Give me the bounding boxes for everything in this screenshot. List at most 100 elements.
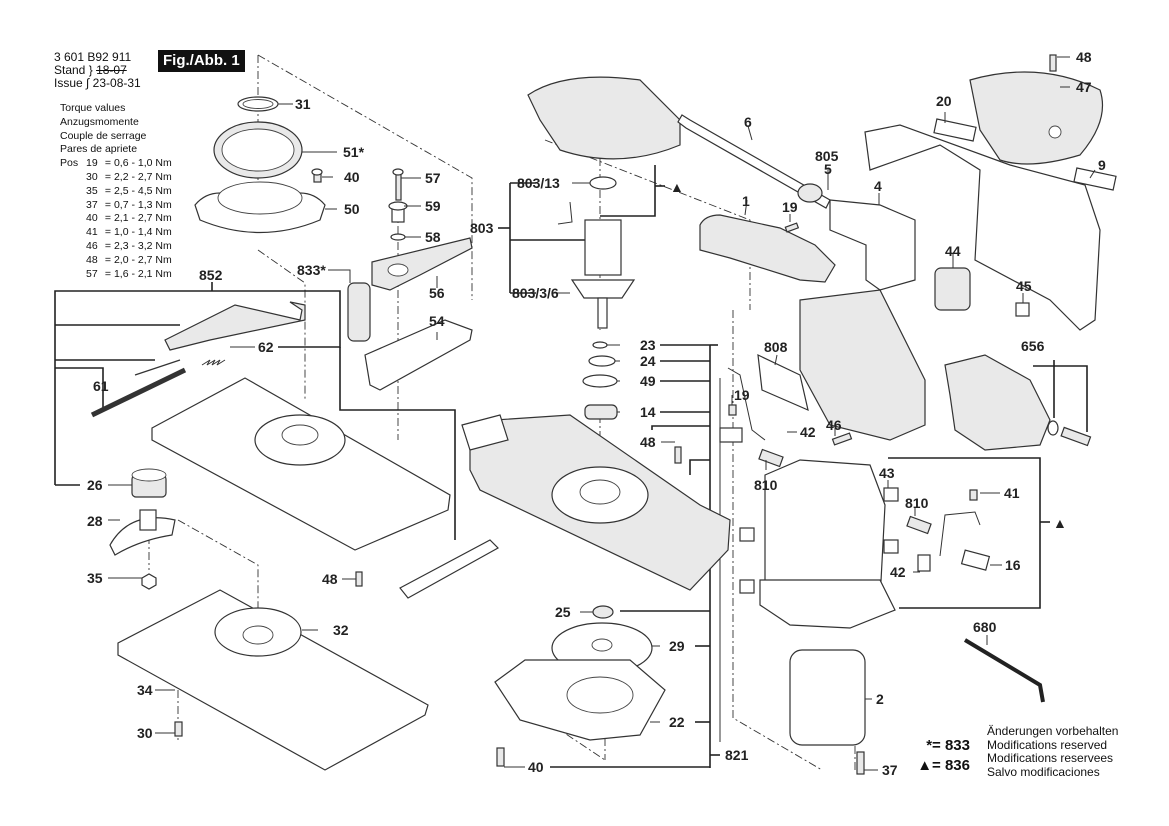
legend-triangle: ▲= 836 xyxy=(917,757,970,774)
callout-656: 656 xyxy=(1021,338,1045,354)
callout-40-low: 40 xyxy=(528,759,544,775)
callout-22: 22 xyxy=(669,714,685,730)
callout-9: 9 xyxy=(1098,157,1106,173)
part-40-screw-low xyxy=(496,747,505,767)
part-43-block xyxy=(883,487,899,502)
callout-803: 803 xyxy=(470,220,494,236)
torque-position: 30 xyxy=(86,170,98,183)
part-20-label xyxy=(933,118,977,142)
callout-29: 29 xyxy=(669,638,685,654)
callout-48-mid: 48 xyxy=(640,434,656,450)
issue-text: Issue xyxy=(54,76,83,90)
callout-41: 41 xyxy=(1004,485,1020,501)
torque-row: 40 = 2,1 - 2,7 Nm xyxy=(60,212,172,226)
part-9-label xyxy=(1073,167,1117,191)
part-45-nut xyxy=(1015,302,1030,317)
callout-6: 6 xyxy=(744,114,752,130)
part-57-screw xyxy=(395,171,402,201)
callout-803-13: 803/13 xyxy=(517,175,560,191)
torque-position: 35 xyxy=(86,184,98,197)
part-30-screw xyxy=(174,721,183,737)
callout-808: 808 xyxy=(764,339,788,355)
torque-value: 2,2 - 2,7 Nm xyxy=(113,170,172,183)
part-44-knob xyxy=(934,267,971,311)
callout-803-3-6: 803/3/6 xyxy=(512,285,559,301)
torque-value: 2,3 - 3,2 Nm xyxy=(113,239,172,252)
callout-31: 31 xyxy=(295,96,311,112)
part-35-nut xyxy=(141,573,157,590)
part-46-screw xyxy=(831,432,853,446)
part-56-lever xyxy=(371,237,473,291)
part-61-rod xyxy=(90,367,187,418)
callout-triangle-836-right: ▲ xyxy=(1053,515,1067,531)
stand-label: Stand } 18-07 xyxy=(54,64,127,77)
callout-61: 61 xyxy=(93,378,109,394)
callout-37: 37 xyxy=(882,762,898,778)
torque-row: 41 = 1,0 - 1,4 Nm xyxy=(60,226,172,240)
brace-icon: ∫ xyxy=(86,76,90,90)
part-43-block xyxy=(739,527,755,542)
callout-47: 47 xyxy=(1076,79,1092,95)
legend-star: *= 833 xyxy=(926,737,970,754)
callout-48: 48 xyxy=(322,571,338,587)
callout-805: 805 xyxy=(815,148,839,164)
callout-56: 56 xyxy=(429,285,445,301)
part-2-field-coil xyxy=(789,649,866,746)
part-43-block xyxy=(739,579,755,594)
callout-46: 46 xyxy=(826,417,842,433)
part-19-screw xyxy=(784,222,800,233)
legend-notes: Änderungen vorbehalten Modifications res… xyxy=(987,724,1118,779)
callout-1: 1 xyxy=(742,193,750,209)
callout-810: 810 xyxy=(754,477,778,493)
callout-34: 34 xyxy=(137,682,153,698)
torque-value: 2,5 - 4,5 Nm xyxy=(113,184,172,197)
part-48-screw xyxy=(355,571,363,587)
torque-row: 46 = 2,3 - 3,2 Nm xyxy=(60,240,172,254)
callout-23: 23 xyxy=(640,337,656,353)
part-28-counterweight xyxy=(109,517,176,556)
callout-49: 49 xyxy=(640,373,656,389)
torque-position: 46 xyxy=(86,239,98,252)
callout-62: 62 xyxy=(258,339,274,355)
part-62-spring xyxy=(201,359,226,366)
issue-label: Issue ∫ 23-08-31 xyxy=(54,77,141,90)
torque-row: 37 = 0,7 - 1,3 Nm xyxy=(60,199,172,213)
part-48-screw-mid xyxy=(674,446,682,464)
callout-44: 44 xyxy=(945,243,961,259)
part-803-13-bearing xyxy=(589,176,617,190)
part-803-armature xyxy=(584,219,622,276)
part-14-bearing xyxy=(584,404,618,420)
torque-title-en: Torque values xyxy=(60,102,126,114)
part-58-clip xyxy=(390,233,406,241)
part-4-switch xyxy=(829,199,916,291)
part-24-washer xyxy=(588,355,616,367)
leader-lines xyxy=(108,56,1096,771)
torque-row: 30 = 2,2 - 2,7 Nm xyxy=(60,171,172,185)
torque-title-de: Anzugsmomente xyxy=(60,115,139,128)
part-number: 3 601 B92 911 xyxy=(54,50,132,64)
callout-24: 24 xyxy=(640,353,656,369)
equals-sign: = xyxy=(102,198,114,211)
part-brush-holder-left xyxy=(719,427,743,443)
figure-badge: Fig./Abb. 1 xyxy=(158,50,245,72)
issue-date: 23-08-31 xyxy=(92,76,141,90)
callout-59: 59 xyxy=(425,198,441,214)
callout-58: 58 xyxy=(425,229,441,245)
callout-54: 54 xyxy=(429,313,445,329)
part-16-brush-holder xyxy=(960,549,991,571)
equals-sign: = xyxy=(102,267,114,280)
callout-51: 51* xyxy=(343,144,365,160)
part-fan-cover xyxy=(527,76,681,160)
stand-text: Stand xyxy=(54,63,86,77)
part-852-rod xyxy=(134,359,181,376)
torque-value: 0,7 - 1,3 Nm xyxy=(113,198,172,211)
callout-810-right: 810 xyxy=(905,495,929,511)
equals-sign: = xyxy=(102,226,114,239)
part-47-cover xyxy=(969,71,1104,165)
torque-row: 48 = 2,0 - 2,7 Nm xyxy=(60,254,172,268)
note-fr: Modifications reservees xyxy=(987,751,1114,765)
callout-28: 28 xyxy=(87,513,103,529)
callout-5: 5 xyxy=(824,161,832,177)
